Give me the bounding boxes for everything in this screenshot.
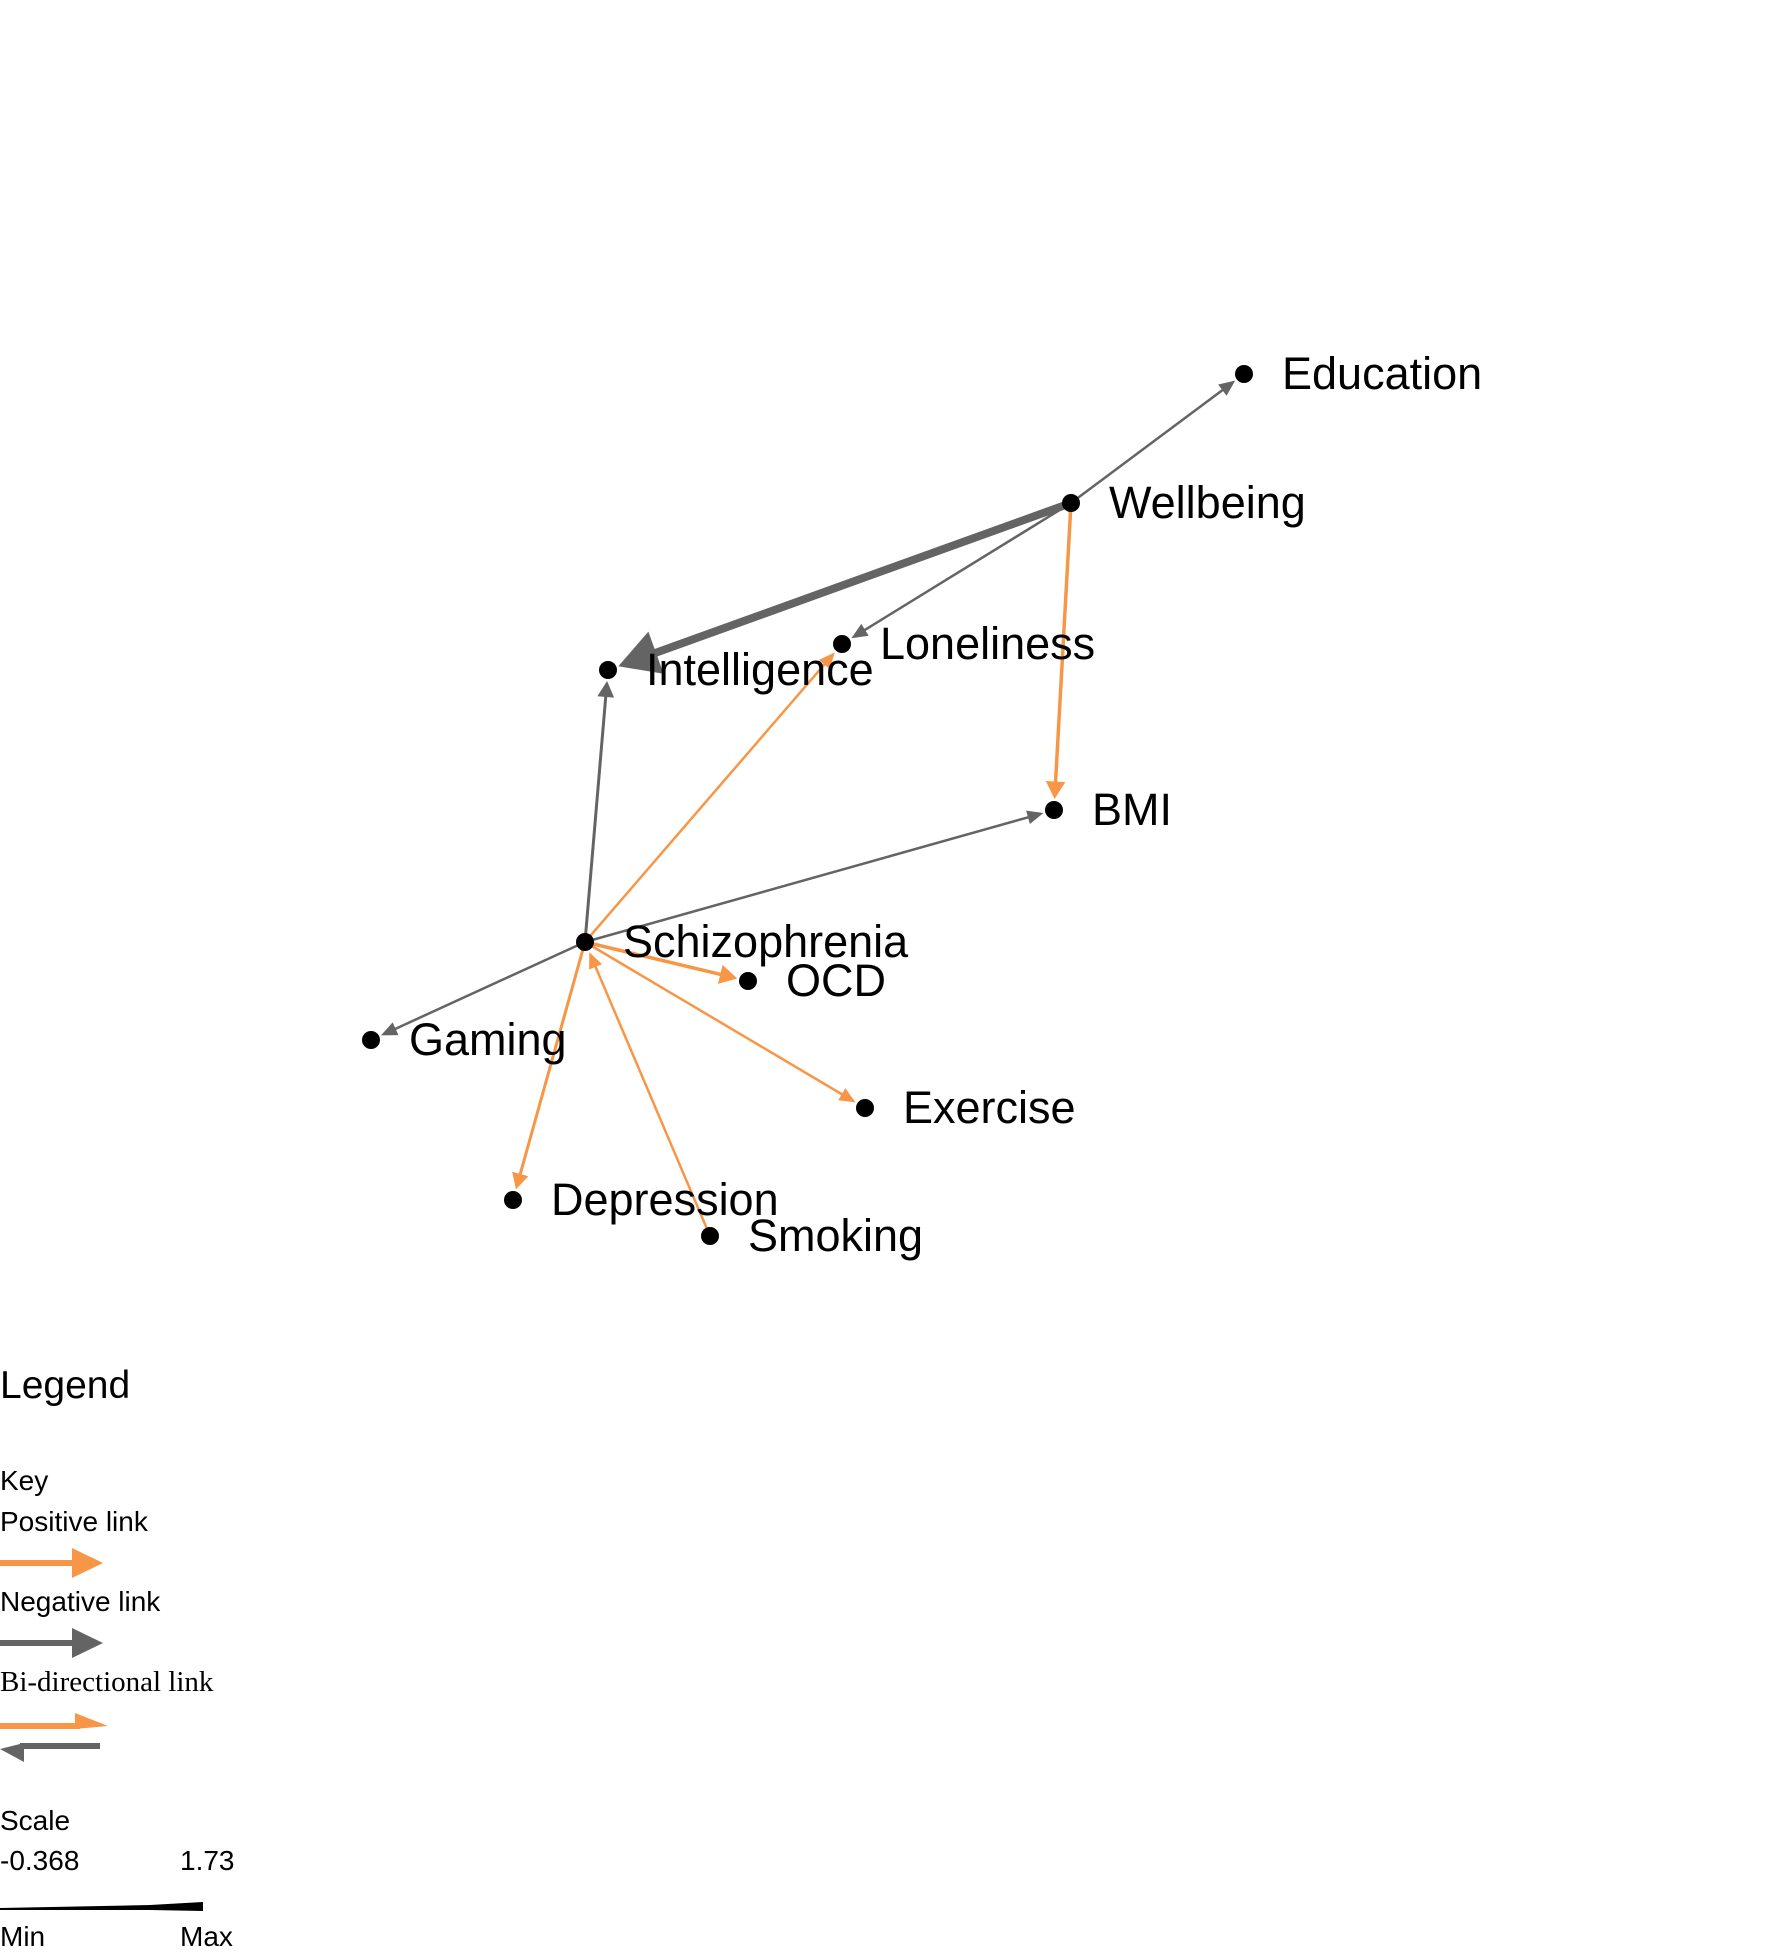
node-label: Exercise <box>903 1082 1076 1133</box>
node-dot <box>576 933 594 951</box>
node-education: Education <box>1235 348 1482 399</box>
edge-schizophrenia-to-ocd <box>584 940 738 984</box>
negative-link-arrow <box>0 1628 103 1658</box>
edge-line <box>593 964 712 1237</box>
edge-line <box>1053 502 1073 784</box>
edge-line <box>584 815 1031 944</box>
node-label: Loneliness <box>880 618 1095 669</box>
edge-arrowhead <box>851 623 869 639</box>
edge-line <box>1070 387 1225 505</box>
edge-smoking-to-schizophrenia <box>589 952 712 1237</box>
node-label: Intelligence <box>646 644 874 695</box>
edge-wellbeing-to-intelligence <box>618 499 1073 674</box>
node-bmi: BMI <box>1045 784 1172 835</box>
edge-line <box>393 940 586 1031</box>
node-depression: Depression <box>504 1174 779 1225</box>
edge-schizophrenia-to-bmi <box>584 810 1044 944</box>
legend: Legend Key Positive link Negative link B… <box>0 1364 235 1952</box>
edge-schizophrenia-to-intelligence <box>583 680 615 943</box>
edge-schizophrenia-to-depression <box>512 941 587 1190</box>
node-label: Education <box>1282 348 1482 399</box>
nodes-layer: EducationWellbeingLonelinessIntelligence… <box>362 348 1482 1261</box>
node-label: BMI <box>1092 784 1172 835</box>
edge-line <box>652 499 1073 658</box>
legend-positive-label: Positive link <box>0 1506 149 1537</box>
bidirectional-link-arrow <box>0 1713 108 1762</box>
legend-title: Legend <box>0 1364 130 1407</box>
scale-min-value: -0.368 <box>0 1845 79 1876</box>
edge-schizophrenia-to-exercise <box>584 940 856 1103</box>
node-loneliness: Loneliness <box>833 618 1095 669</box>
edge-arrowhead <box>618 631 664 674</box>
scale-min-label: Min <box>0 1921 45 1952</box>
edge-wellbeing-to-loneliness <box>851 501 1072 639</box>
legend-scale-label: Scale <box>0 1805 70 1836</box>
node-schizophrenia: Schizophrenia <box>576 916 909 967</box>
node-dot <box>701 1227 719 1245</box>
legend-key-label: Key <box>0 1465 48 1496</box>
node-dot <box>1235 365 1253 383</box>
node-dot <box>1062 494 1080 512</box>
node-dot <box>362 1031 380 1049</box>
node-gaming: Gaming <box>362 1014 567 1065</box>
edge-wellbeing-to-education <box>1070 380 1236 505</box>
legend-negative-label: Negative link <box>0 1586 161 1617</box>
scale-wedge <box>0 1902 203 1911</box>
node-wellbeing: Wellbeing <box>1062 477 1306 528</box>
edge-arrowhead <box>512 1171 529 1190</box>
edge-schizophrenia-to-gaming <box>381 940 586 1036</box>
node-dot <box>599 661 617 679</box>
edge-arrowhead <box>381 1022 399 1036</box>
node-dot <box>856 1099 874 1117</box>
legend-bidirectional-label: Bi-directional link <box>0 1666 214 1698</box>
node-label: Depression <box>551 1174 779 1225</box>
edge-line <box>584 662 827 943</box>
scale-max-value: 1.73 <box>180 1845 235 1876</box>
edge-arrowhead <box>838 1088 856 1103</box>
node-label: Schizophrenia <box>623 916 909 967</box>
node-label: Smoking <box>748 1210 923 1261</box>
node-label: Wellbeing <box>1109 477 1306 528</box>
edge-arrowhead <box>718 964 738 984</box>
node-ocd: OCD <box>739 955 886 1006</box>
edge-wellbeing-to-bmi <box>1045 502 1073 800</box>
edge-arrowhead <box>597 680 615 698</box>
edge-arrowhead <box>589 952 603 970</box>
edge-line <box>583 694 608 943</box>
edge-arrowhead <box>819 652 835 670</box>
node-dot <box>739 972 757 990</box>
edge-arrowhead <box>1045 781 1066 800</box>
edge-line <box>584 940 723 977</box>
edge-line <box>584 940 845 1097</box>
edge-line <box>518 941 587 1177</box>
node-intelligence: Intelligence <box>599 644 874 695</box>
node-dot <box>833 635 851 653</box>
node-label: OCD <box>786 955 886 1006</box>
edge-arrowhead <box>1218 380 1236 396</box>
node-dot <box>504 1191 522 1209</box>
edge-line <box>862 501 1072 632</box>
positive-link-arrow <box>0 1548 103 1578</box>
edge-arrowhead <box>1026 810 1044 825</box>
scale-max-label: Max <box>180 1921 233 1952</box>
edge-schizophrenia-to-loneliness <box>584 652 835 943</box>
edges-layer <box>381 380 1236 1237</box>
node-dot <box>1045 801 1063 819</box>
node-smoking: Smoking <box>701 1210 923 1261</box>
node-label: Gaming <box>409 1014 567 1065</box>
node-exercise: Exercise <box>856 1082 1076 1133</box>
